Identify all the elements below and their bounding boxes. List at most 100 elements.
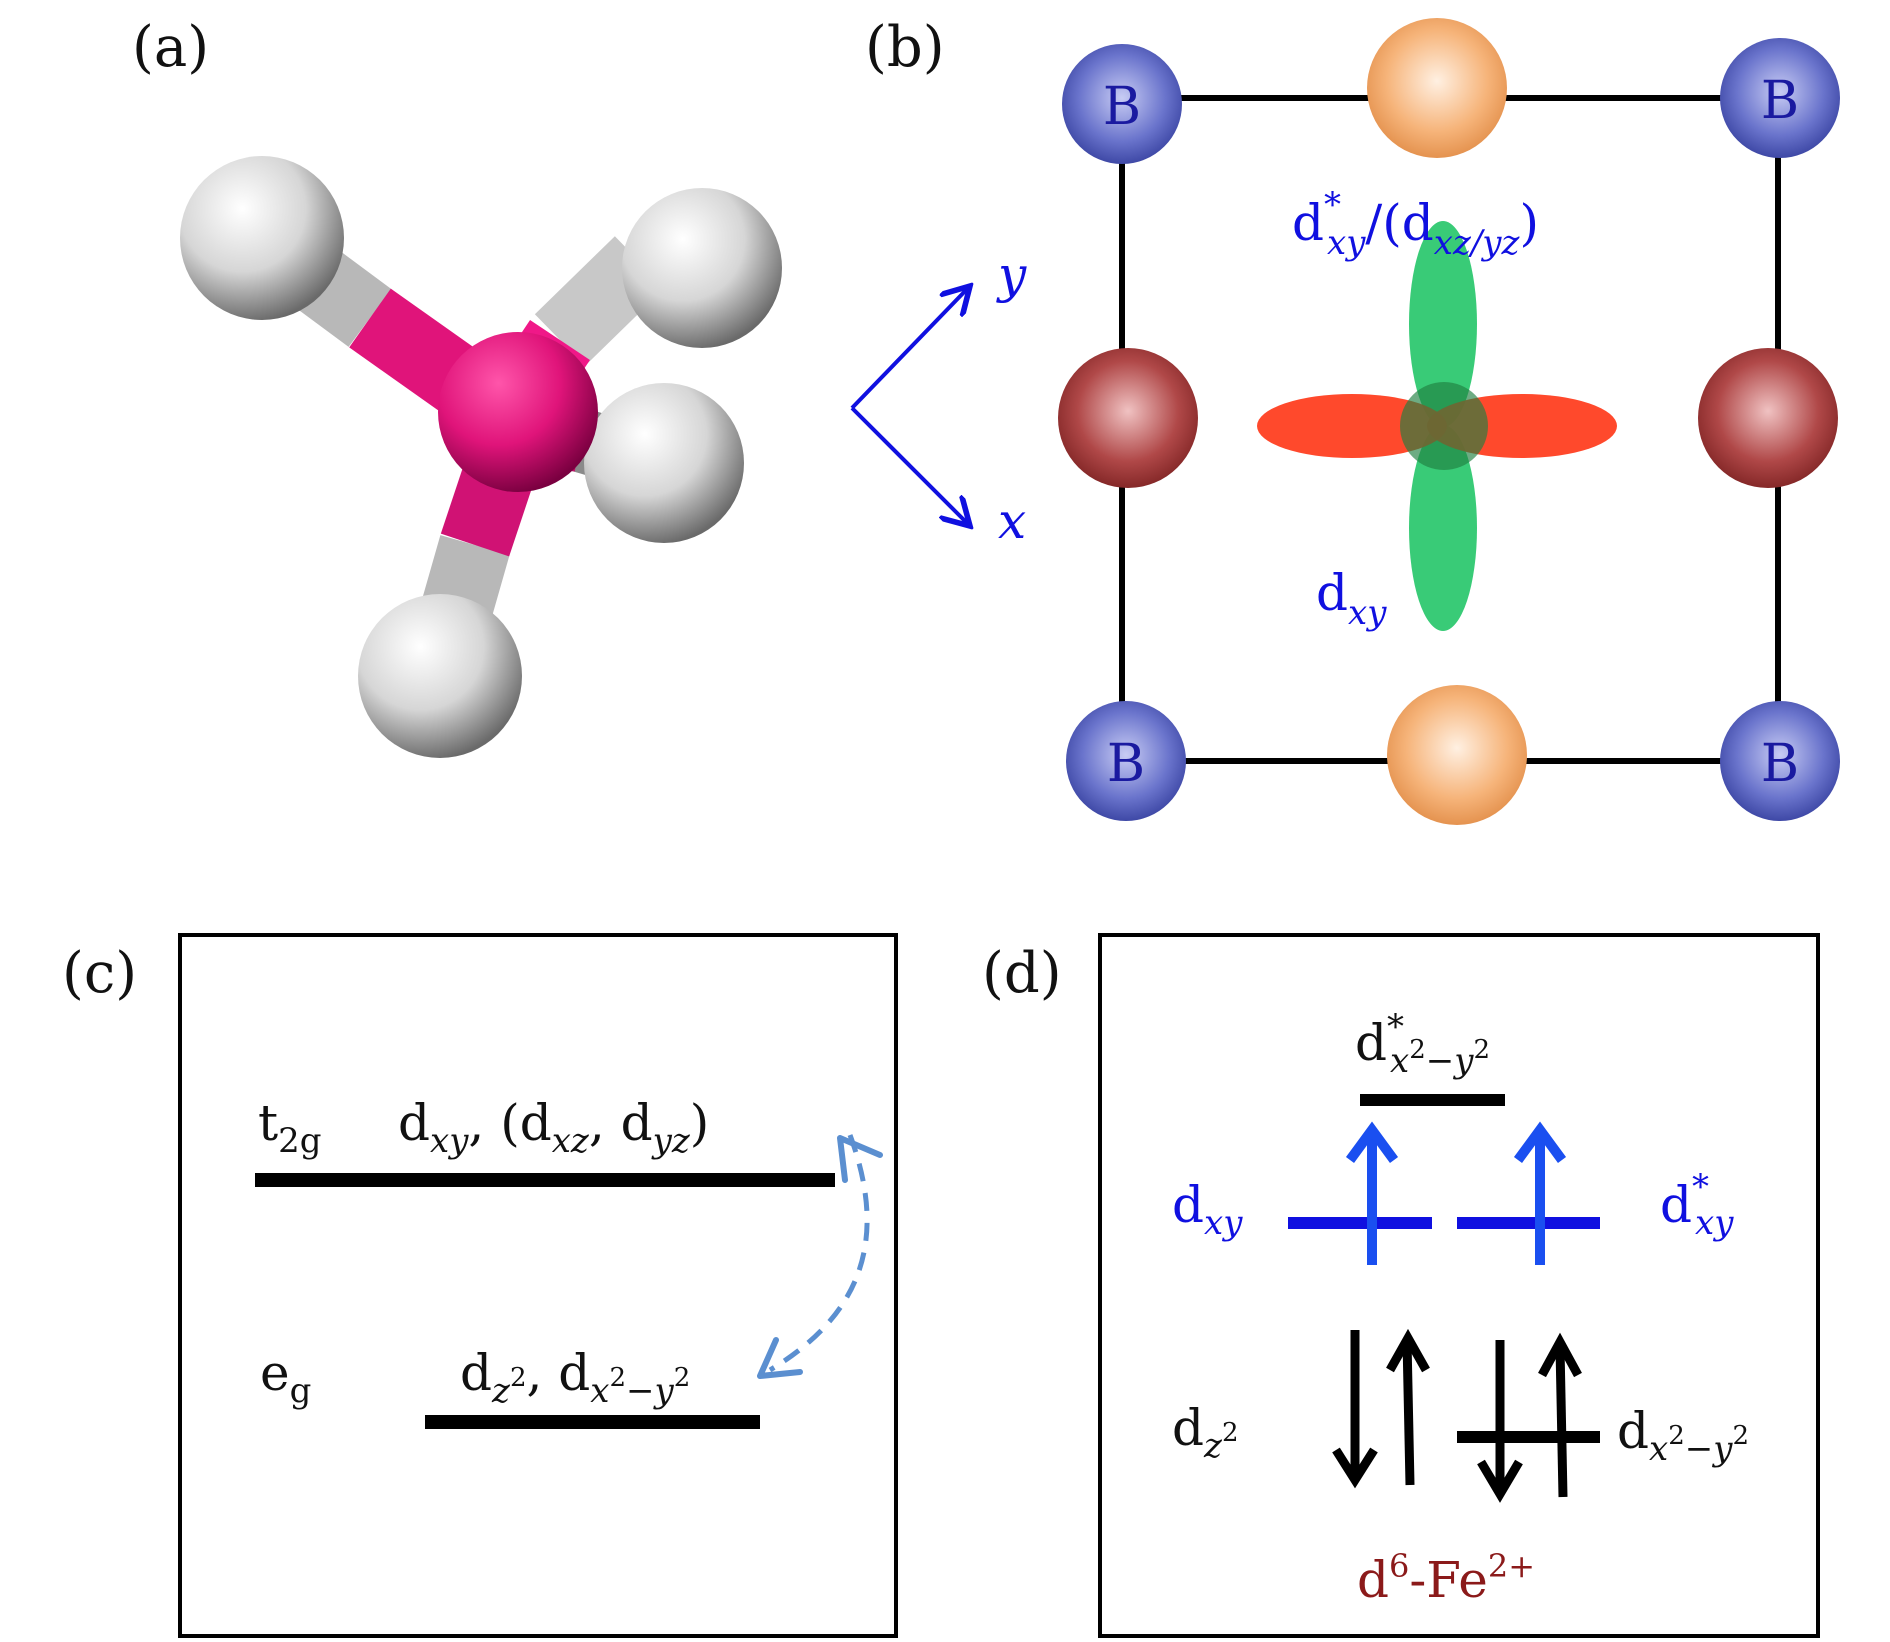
eg-orb-sup1: 2 — [510, 1363, 527, 1393]
dxy-star-label: d*xy — [1660, 1167, 1734, 1243]
orbital-lobes — [1257, 221, 1617, 631]
orbital-label-top-d: d — [1292, 194, 1324, 252]
t2g-orb-s2: xz — [552, 1121, 590, 1161]
eg-orb-sep: , d — [526, 1344, 590, 1402]
eg-orb-s2: x — [590, 1371, 609, 1411]
ion-label-d: d — [1357, 1551, 1389, 1609]
transition-arrowhead-bottom — [757, 1337, 803, 1379]
t2g-orb-s3: yz — [651, 1121, 691, 1161]
eg-label-sub: g — [290, 1371, 312, 1411]
dxy-star-label-d: d — [1660, 1176, 1692, 1234]
ion-label-charge: 2+ — [1488, 1547, 1535, 1585]
panel-d-label: (d) — [982, 941, 1062, 1006]
molecule-model — [180, 156, 782, 758]
eg-orb-sup2: 2 — [609, 1363, 626, 1393]
eg-orb-d1: d — [460, 1344, 492, 1402]
eg-label-e: e — [260, 1344, 290, 1402]
dxy-star-label-star: * — [1692, 1167, 1709, 1207]
orange-atom-bottom — [1387, 685, 1527, 825]
hydrogen-atom-3 — [584, 383, 744, 543]
panel-c-label: (c) — [62, 941, 137, 1006]
hydrogen-atom-2 — [622, 188, 782, 348]
dx2y2-label-s: x — [1649, 1429, 1668, 1469]
top-label-sup2: 2 — [1473, 1035, 1490, 1065]
red-atom-left — [1058, 348, 1198, 488]
dx2y2-spin-up-arrow — [1555, 1346, 1568, 1498]
dxy-label: dxy — [1172, 1176, 1243, 1243]
dx2y2-label-d: d — [1617, 1402, 1649, 1460]
green-lobe-top — [1409, 221, 1477, 427]
orbital-label-top-star: * — [1324, 185, 1341, 225]
dz2-label-d: d — [1172, 1399, 1204, 1457]
hydrogen-atom-1 — [180, 156, 344, 320]
orbital-label-top-sub: xy — [1327, 223, 1366, 263]
y-axis-arrow — [850, 286, 970, 410]
b-atom-label-bottom-right: B — [1761, 734, 1799, 794]
t2g-label: t2g — [258, 1094, 322, 1161]
top-label-sup1: 2 — [1409, 1035, 1426, 1065]
dxy-label-d: d — [1172, 1176, 1204, 1234]
dx2y2-label-sup1: 2 — [1668, 1421, 1685, 1451]
t2g-label-sub: 2g — [278, 1121, 321, 1161]
panel-d-frame — [1098, 933, 1820, 1638]
b-atom-bottom-left — [1066, 701, 1186, 821]
t2g-orb-d1: d — [398, 1094, 430, 1152]
dxy-label-sub: xy — [1204, 1203, 1243, 1243]
transition-dashed-arrow — [768, 1134, 870, 1373]
panel-b-label: (b) — [865, 15, 945, 80]
green-lobe-bottom — [1409, 425, 1477, 631]
d-x2y2-star-label: d*x2−y2 — [1355, 1007, 1490, 1081]
eg-label: eg — [260, 1344, 311, 1411]
dx2y2-label: dx2−y2 — [1617, 1402, 1749, 1469]
dx2y2-label-sup2: 2 — [1732, 1421, 1749, 1451]
dz2-label-sup: 2 — [1222, 1418, 1239, 1448]
top-label-s2: −y — [1426, 1041, 1474, 1081]
panel-b: (b) y x B B B B — [850, 15, 1840, 825]
transition-arrowhead-top — [837, 1135, 883, 1183]
red-atom-right — [1698, 348, 1838, 488]
panel-a: (a) — [132, 15, 782, 758]
dx2y2-label-s2: −y — [1685, 1429, 1733, 1469]
orbital-center — [1400, 382, 1488, 470]
t2g-label-t: t — [258, 1094, 278, 1152]
ion-label: d6-Fe2+ — [1357, 1547, 1535, 1609]
dx2y2-spin-up-arrowhead — [1538, 1332, 1582, 1378]
orange-atom-top — [1367, 18, 1507, 158]
eg-orbitals: dz2, dx2−y2 — [460, 1344, 690, 1411]
edge-atoms — [1058, 18, 1838, 825]
b-atom-label-bottom-left: B — [1107, 734, 1145, 794]
panel-c-frame — [178, 933, 898, 1638]
b-atom-top-right — [1720, 38, 1840, 158]
eg-orb-s2b: −y — [626, 1371, 674, 1411]
t2g-orb-close: ) — [690, 1094, 710, 1152]
top-label-star: * — [1387, 1007, 1404, 1047]
dz2-spin-up-arrow — [1402, 1339, 1415, 1486]
b-atom-top-left — [1062, 44, 1182, 164]
t2g-orb-sep2: , d — [589, 1094, 653, 1152]
orbital-label-bottom-d: d — [1316, 564, 1348, 622]
eg-orb-sup3: 2 — [674, 1363, 691, 1393]
b-atom-bottom-right — [1720, 701, 1840, 821]
dxy-spin-up-arrowhead — [1345, 1121, 1399, 1163]
panel-d: (d) d*x2−y2 dxy d*xy dz2 dx2−y2 d6-Fe2+ — [982, 933, 1820, 1638]
dx2y2-spin-down-arrowhead — [1477, 1459, 1523, 1503]
corner-atoms: B B B B — [1062, 38, 1840, 821]
b-atom-label-top-left: B — [1103, 77, 1141, 137]
ion-label-fe: -Fe — [1409, 1551, 1487, 1609]
b-atom-label-top-right: B — [1761, 71, 1799, 131]
dz2-spin-up-arrowhead — [1386, 1328, 1430, 1373]
dz2-label: dz2 — [1172, 1399, 1238, 1466]
orbital-label-bottom-sub: xy — [1348, 593, 1387, 633]
hydrogen-atom-4 — [358, 594, 522, 758]
t2g-orb-s1: xy — [430, 1121, 469, 1161]
axes-indicator: y x — [850, 246, 1027, 550]
top-label-s: x — [1390, 1041, 1409, 1081]
y-axis-label: y — [996, 246, 1027, 304]
t2g-orbitals: dxy, (dxz, dyz) — [398, 1094, 709, 1161]
eg-orb-s1: z — [491, 1371, 511, 1411]
iron-atom — [438, 332, 598, 492]
dxy-star-label-sub: xy — [1695, 1203, 1734, 1243]
dxy-star-spin-up-arrowhead — [1513, 1121, 1567, 1163]
dz2-label-sub: z — [1203, 1426, 1223, 1466]
